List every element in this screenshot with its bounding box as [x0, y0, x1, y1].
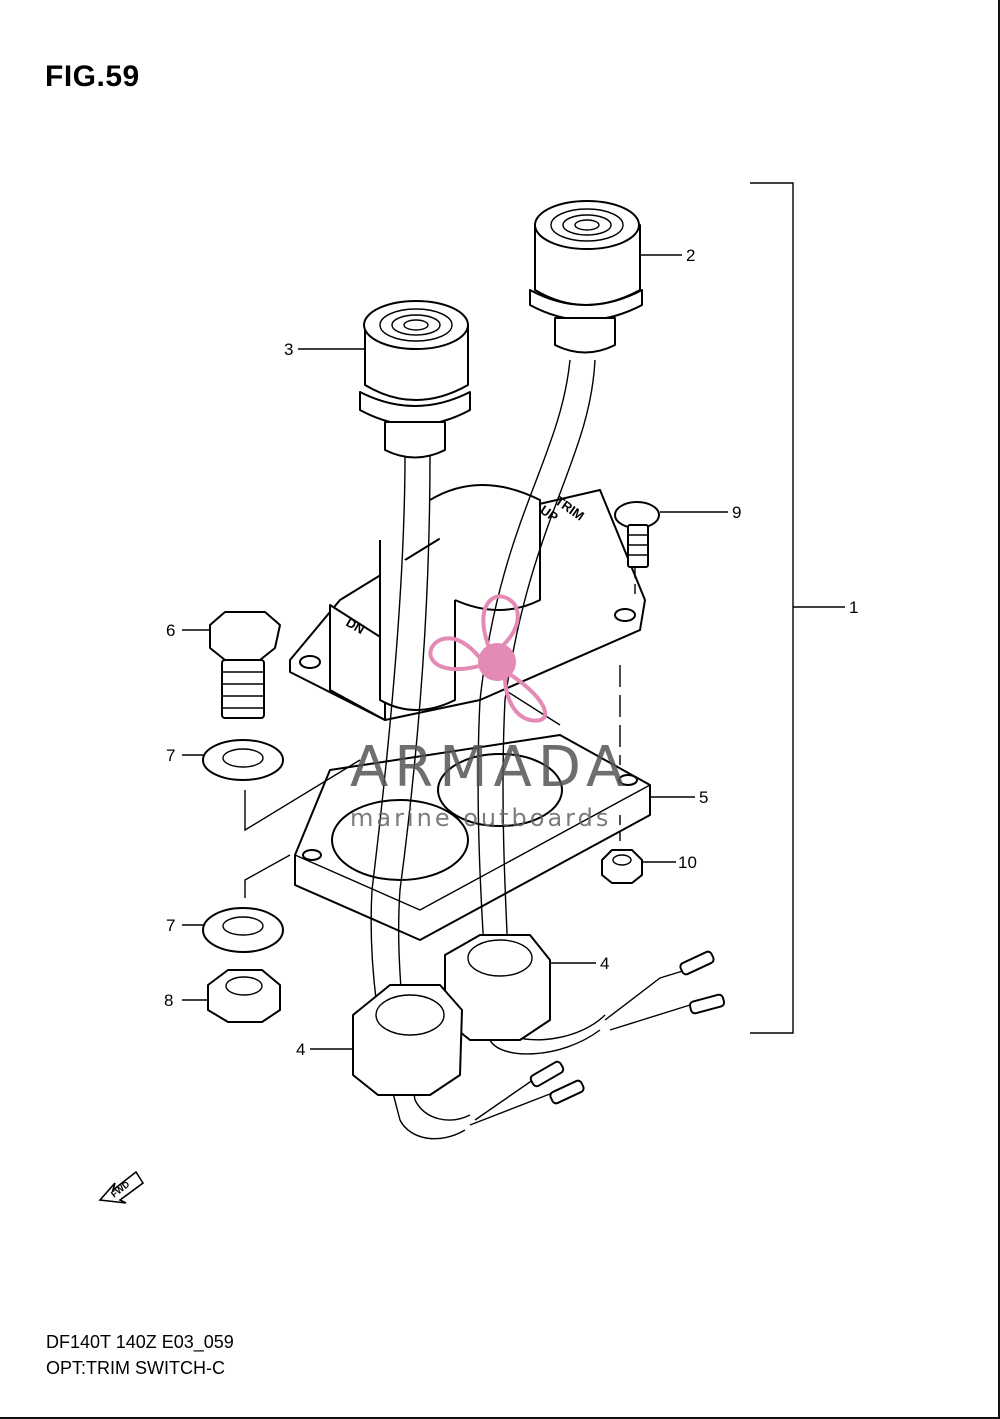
part-switch-housing: DN TRIM UP [289, 484, 646, 721]
callout-2: 2 [686, 246, 695, 265]
figure-title: FIG.59 [45, 60, 140, 93]
model-code: DF140T 140Z E03_059 [46, 1332, 234, 1352]
part-nut [207, 969, 281, 1023]
callout-4-right: 4 [600, 954, 609, 973]
watermark-brand: ARMADA [350, 735, 630, 800]
part-washer-lower [202, 907, 284, 953]
part-grommet-nut-left [352, 984, 463, 1096]
wires [370, 359, 726, 1140]
watermark-logo-icon [428, 594, 548, 723]
callout-3: 3 [284, 340, 293, 359]
callout-9: 9 [732, 503, 741, 522]
figure-subtitle: OPT:TRIM SWITCH-C [46, 1358, 225, 1378]
part-bolt [209, 611, 281, 719]
callout-5: 5 [699, 788, 708, 807]
watermark-tagline: marine outboards [350, 804, 611, 832]
assembly-bracket [750, 182, 845, 1034]
part-washer-upper [202, 739, 284, 781]
callout-8: 8 [164, 991, 173, 1010]
callout-6: 6 [166, 621, 175, 640]
callout-7-lower: 7 [166, 916, 175, 935]
part-small-nut [601, 849, 643, 884]
callout-numbers: 1 2 3 4 4 5 6 7 7 8 9 10 [164, 246, 858, 1059]
callout-4-left: 4 [296, 1040, 305, 1059]
part-switch-trim-up [529, 200, 643, 354]
callout-leaders [182, 254, 728, 1050]
part-switch-trim-down [359, 300, 471, 459]
watermark: ARMADA marine outboards [350, 594, 630, 832]
callout-10: 10 [678, 853, 697, 872]
fwd-arrow-icon: FWD [98, 1170, 145, 1204]
callout-1: 1 [849, 598, 858, 617]
callout-7-upper: 7 [166, 746, 175, 765]
part-screw [614, 501, 660, 568]
alignment-lines [244, 568, 636, 898]
